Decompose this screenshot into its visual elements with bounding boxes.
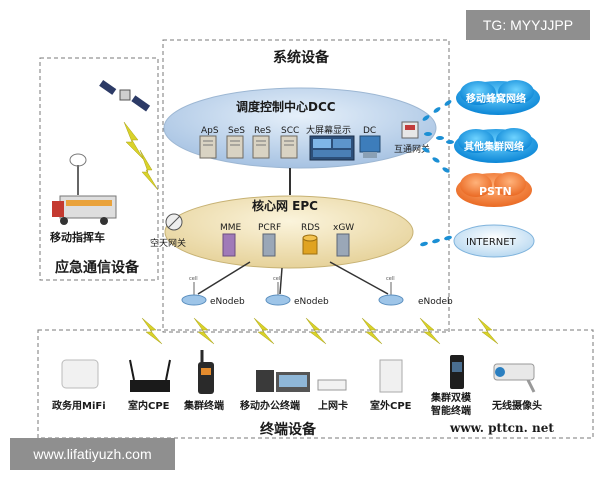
cloud-cluster (454, 128, 538, 163)
server-icon (252, 135, 270, 159)
terminal-indoor-cpe: 室内CPE (128, 399, 170, 412)
xgw-server-icon (336, 233, 350, 257)
server-icon (199, 135, 217, 159)
enodeb-1: cell eNodeb (181, 276, 245, 307)
terminal-camera: 无线摄像头 (491, 399, 542, 412)
mobile-office-icon (256, 370, 310, 392)
dcc-title: 调度控制中心DCC (236, 99, 336, 114)
camera-icon (493, 363, 536, 393)
mme-server-icon (222, 233, 236, 257)
server-icon (280, 135, 298, 159)
cloud-cellular-label: 移动蜂窝网络 (466, 92, 526, 105)
outdoor-cpe-icon (379, 359, 403, 393)
air-gateway-label: 空天网关 (150, 237, 186, 249)
dcc-item-aps: ApS (201, 126, 219, 136)
terminal-dual-mode: 集群双模 智能终端 (430, 391, 474, 417)
terminal-devices (61, 350, 536, 394)
epc-item-pcrf: PCRF (258, 223, 281, 233)
cloud-internet (453, 224, 535, 258)
enodeb-label: eNodeb (294, 297, 329, 307)
enodeb-label: eNodeb (210, 297, 245, 307)
cloud-internet-label: INTERNET (466, 237, 517, 248)
dcc-item-dc: DC (363, 126, 376, 136)
dcc-item-scc: SCC (281, 126, 299, 136)
terminal-cluster: 集群终端 (183, 399, 224, 412)
website-label: www. pttcn. net (449, 421, 554, 435)
monitor-icon (359, 135, 381, 158)
pcrf-server-icon (262, 233, 276, 257)
terminal-box (37, 329, 594, 439)
epc-item-xgw: xGW (333, 223, 354, 233)
dcc-item-bigscreen: 大屏幕显示 (306, 124, 351, 136)
server-icon (226, 135, 244, 159)
dual-mode-phone-icon (450, 355, 464, 389)
watermark-bottom-left: www.lifatiyuzh.com (10, 438, 175, 470)
enodeb-2: cell eNodeb (265, 276, 329, 307)
dcc-servers (199, 135, 381, 161)
system-box (162, 39, 450, 333)
dcc-item-ses: SeS (228, 126, 245, 136)
usb-modem-icon (317, 379, 347, 391)
terminal-outdoor-cpe: 室外CPE (370, 399, 412, 412)
system-title: 系统设备 (273, 49, 330, 66)
enodeb-3: cell eNodeb (378, 276, 453, 307)
cloud-cluster-label: 其他集群网络 (464, 140, 524, 153)
satellite-icon (99, 79, 151, 112)
epc-title: 核心网 EPC (252, 198, 318, 213)
lightning-icons (123, 121, 499, 345)
enodeb-tag: cell (273, 276, 282, 282)
dcc-item-res: ReS (254, 126, 271, 136)
enodeb-tag: cell (386, 276, 395, 282)
link-pills (420, 100, 454, 247)
dish-icon (165, 213, 183, 231)
cloud-cellular (456, 80, 540, 115)
radio-icon (198, 350, 214, 394)
emergency-box (39, 57, 159, 281)
gateway-icon (401, 121, 419, 139)
mifi-icon (61, 359, 99, 389)
terminal-usb-modem: 上网卡 (318, 399, 348, 412)
watermark-top-right: TG: MYYJJPP (466, 10, 590, 40)
enodeb-tag: cell (189, 276, 198, 282)
rds-database-icon (302, 234, 318, 255)
emergency-title: 应急通信设备 (55, 259, 140, 276)
cloud-pstn (456, 172, 532, 207)
enodeb-label: eNodeb (418, 297, 453, 307)
epc-item-rds: RDS (301, 223, 320, 233)
vehicle-label: 移动指挥车 (50, 230, 105, 244)
cloud-pstn-label: PSTN (479, 185, 512, 198)
terminal-title: 终端设备 (260, 421, 317, 438)
gateway-label: 互通网关 (394, 143, 430, 155)
command-vehicle-icon (52, 153, 117, 225)
terminal-mobile-office: 移动办公终端 (240, 399, 300, 412)
router-icon (129, 359, 171, 392)
epc-equipment (222, 233, 350, 257)
big-screen-icon (309, 135, 355, 161)
epc-item-mme: MME (220, 223, 242, 233)
terminal-mifi: 政务用MiFi (52, 399, 106, 412)
